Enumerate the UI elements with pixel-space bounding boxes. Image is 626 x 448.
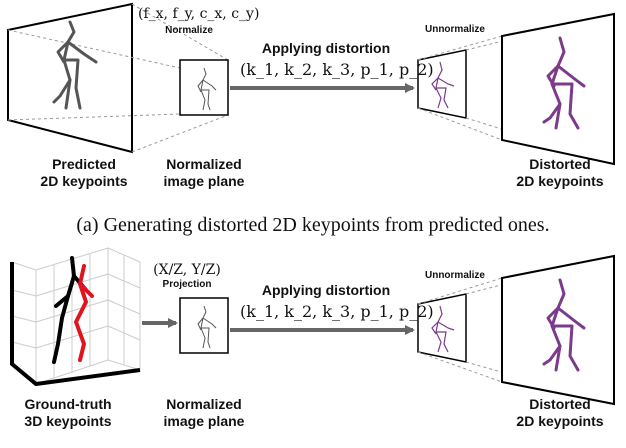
3d-axes [10, 262, 141, 387]
projection-lines-a-left [7, 3, 229, 153]
normalize-label: Normalize [165, 25, 213, 36]
distorted-keypoints-label-a: Distorted 2D keypoints [500, 156, 620, 190]
predicted-line2: 2D keypoints [40, 173, 128, 189]
panel-a [7, 2, 615, 166]
gt-skeleton-red [74, 264, 94, 362]
normalized-b-line1: Normalized [166, 396, 242, 412]
distorted-a-line1: Distorted [529, 156, 591, 172]
panel-b [10, 247, 615, 406]
intrinsics-text: (f_x, f_y, c_x, c_y) [138, 6, 260, 22]
distortion-params-b: (k_1, k_2, k_3, p_1, p_2) [240, 302, 434, 321]
gt-keypoints-label: Ground-truth 3D keypoints [8, 396, 128, 430]
predicted-line1: Predicted [52, 156, 116, 172]
3d-grid [11, 247, 141, 386]
projection-label: Projection [162, 279, 212, 290]
distortion-params-a: (k_1, k_2, k_3, p_1, p_2) [240, 60, 434, 79]
normalized-plane-label-b: Normalized image plane [148, 396, 260, 430]
applying-distortion-b: Applying distortion [261, 282, 391, 298]
applying-distortion-a: Applying distortion [261, 40, 391, 56]
normalized-skeleton-a [197, 67, 217, 111]
distorted-keypoints-plane-a [501, 12, 615, 166]
distorted-keypoints-label-b: Distorted 2D keypoints [500, 396, 620, 430]
intrinsics-label: (f_x, f_y, c_x, c_y) [138, 6, 259, 22]
distorted-a-line2: 2D keypoints [516, 173, 604, 189]
distorted-b-line1: Distorted [529, 396, 591, 412]
distorted-keypoints-plane-b [501, 254, 615, 406]
distorted-skeleton-a [542, 36, 586, 130]
normalized-b-line2: image plane [163, 413, 245, 429]
projection-math-label: (X/Z, Y/Z) [153, 262, 221, 278]
predicted-skeleton [52, 20, 98, 110]
normalized-a-line1: Normalized [166, 156, 242, 172]
normalized-a-line2: image plane [163, 173, 245, 189]
caption-a: (a) Generating distorted 2D keypoints fr… [76, 214, 550, 236]
unnormalize-label-b: Unnormalize [424, 270, 485, 281]
distorted-small-skeleton-b [431, 305, 455, 353]
distorted-b-line2: 2D keypoints [516, 413, 604, 429]
distorted-small-skeleton-a [431, 61, 455, 109]
predicted-keypoints-label: Predicted 2D keypoints [24, 156, 144, 190]
gt-line2: 3D keypoints [24, 413, 112, 429]
normalized-skeleton-b [197, 305, 217, 349]
normalized-plane-label-a: Normalized image plane [148, 156, 260, 190]
distorted-skeleton-b [542, 278, 586, 372]
gt-line1: Ground-truth [24, 396, 112, 412]
unnormalize-label-a: Unnormalize [424, 24, 485, 35]
